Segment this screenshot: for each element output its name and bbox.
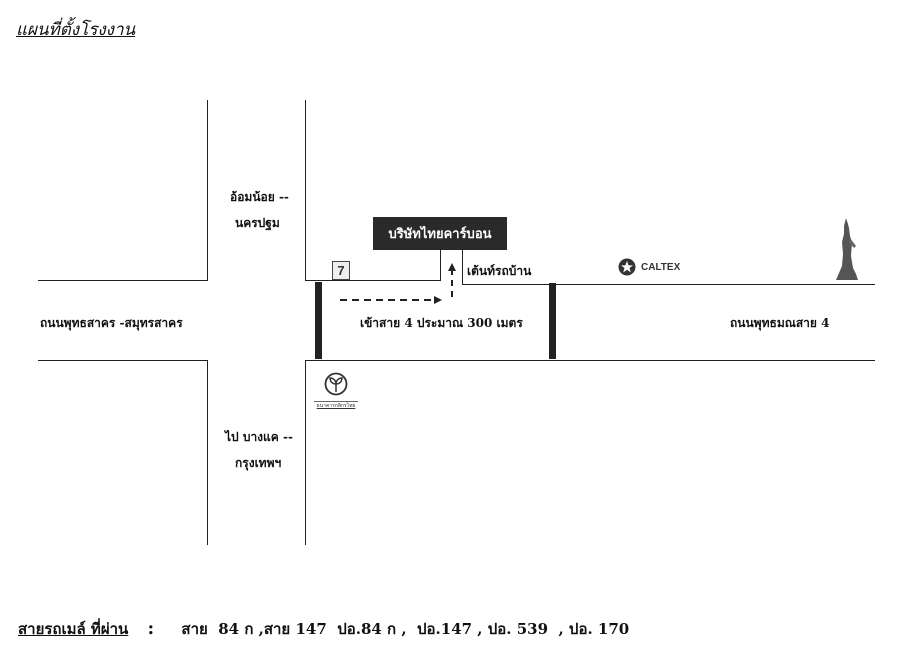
label-right-road: ถนนพุทธมณสาย 4 xyxy=(730,316,830,330)
bus-routes-label: สายรถเมล์ ที่ผ่าน xyxy=(18,620,129,638)
company-box: บริษัทไทยคาร์บอน xyxy=(373,217,507,250)
kbank-text: ธนาคารกสิกรไทย xyxy=(314,401,358,410)
caltex-text: CALTEX xyxy=(641,261,681,273)
kbank-leaf-icon xyxy=(324,372,348,396)
road-line xyxy=(305,360,306,545)
road-line xyxy=(38,360,208,361)
company-name: บริษัทไทยคาร์บอน xyxy=(388,227,492,242)
bus-routes-separator: : xyxy=(147,618,155,639)
road-line xyxy=(305,100,306,281)
road-line xyxy=(462,284,875,285)
label-om-noi: อ้อมน้อย -- xyxy=(230,190,289,204)
kbank-logo: ธนาคารกสิกรไทย xyxy=(314,372,358,410)
label-bang-khae: ไป บางแค -- xyxy=(225,430,293,444)
road-line xyxy=(38,280,208,281)
label-direction: เข้าสาย 4 ประมาณ 300 เมตร xyxy=(360,316,523,330)
road-line xyxy=(207,100,208,281)
road-line xyxy=(440,250,441,281)
road-line xyxy=(462,250,463,285)
arrow-head-right xyxy=(434,296,442,304)
road-line xyxy=(305,280,441,281)
road-barrier xyxy=(315,282,322,359)
bus-routes-list: สาย 84 ก ,สาย 147 ปอ.84 ก , ปอ.147 , ปอ.… xyxy=(181,620,630,638)
caltex-star-icon xyxy=(618,258,636,276)
road-barrier xyxy=(549,283,556,359)
seven-eleven-icon: 7 xyxy=(332,261,350,280)
arrow-head-up xyxy=(448,263,456,271)
road-line xyxy=(305,360,875,361)
statue-icon xyxy=(836,218,858,280)
page-title: แผนที่ตั้งโรงงาน xyxy=(16,20,136,40)
caltex-logo: CALTEX xyxy=(618,258,680,276)
label-tent: เต้นท์รถบ้าน xyxy=(467,264,532,278)
road-line xyxy=(207,360,208,545)
label-nakhon-pathom: นครปฐม xyxy=(235,216,280,230)
label-bangkok: กรุงเทพฯ xyxy=(235,456,282,470)
label-left-road: ถนนพุทธสาคร -สมุทรสาคร xyxy=(40,316,183,330)
seven-eleven-logo-text: 7 xyxy=(337,263,345,278)
bus-routes: สายรถเมล์ ที่ผ่าน : สาย 84 ก ,สาย 147 ปอ… xyxy=(18,617,629,641)
